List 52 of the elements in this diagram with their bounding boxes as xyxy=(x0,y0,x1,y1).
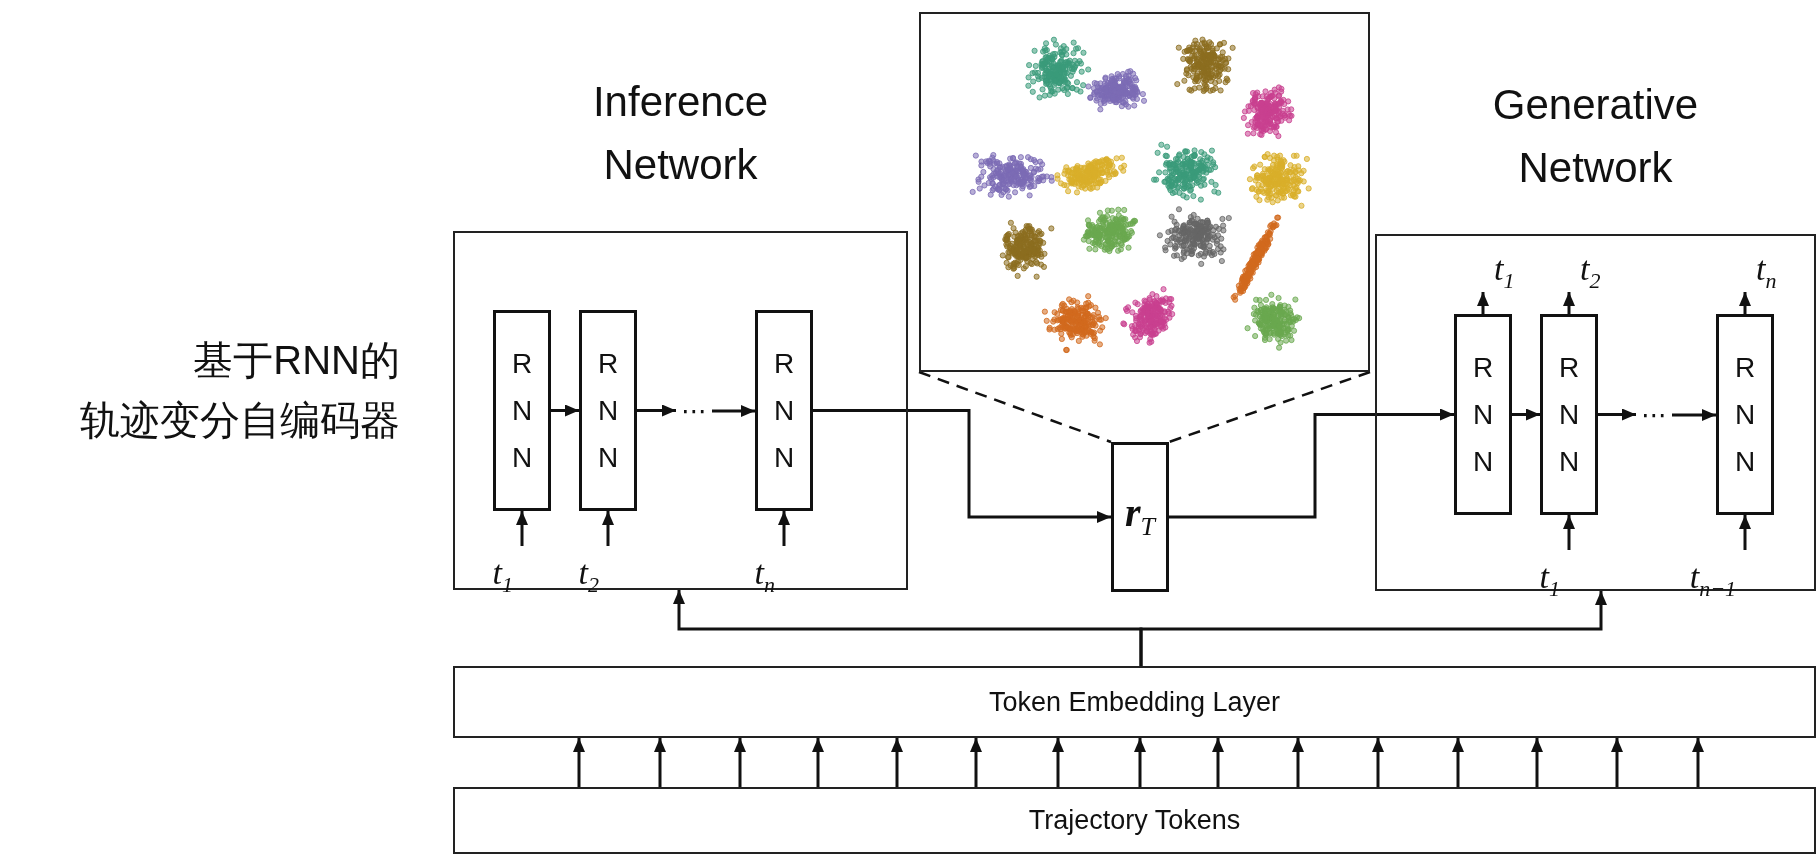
network-title: Generative Network xyxy=(1491,80,1700,193)
side-caption: 轨迹变分自编码器 xyxy=(80,397,400,444)
arrow xyxy=(1739,515,1751,550)
network-title: Inference Network xyxy=(591,77,770,190)
arrow xyxy=(813,409,1111,523)
arrow xyxy=(1169,408,1454,519)
arrow xyxy=(637,404,676,417)
arrow xyxy=(891,738,903,787)
arrow xyxy=(1372,738,1384,787)
arrow xyxy=(1531,738,1543,787)
arrow xyxy=(778,511,790,546)
arrow xyxy=(812,738,824,787)
latent-vector-box: r$_{T}$ xyxy=(1111,442,1169,592)
arrow xyxy=(602,511,614,546)
arrow xyxy=(1512,408,1540,421)
arrow xyxy=(1739,292,1751,314)
arrow xyxy=(1598,408,1636,421)
arrow xyxy=(1452,738,1464,787)
arrow xyxy=(1139,591,1607,666)
ellipsis: ⋯ xyxy=(1636,396,1672,434)
arrow xyxy=(654,738,666,787)
input-bar: Trajectory Tokens xyxy=(453,787,1816,854)
arrow xyxy=(712,405,755,417)
rnn-cell: RNN xyxy=(1454,314,1512,515)
rnn-cell: RNN xyxy=(493,310,551,511)
arrow xyxy=(1134,738,1146,787)
rnn-cell: RNN xyxy=(1540,314,1598,515)
arrow xyxy=(573,738,585,787)
arrow xyxy=(1477,292,1489,314)
arrow xyxy=(734,738,746,787)
rnn-cell: RNN xyxy=(579,310,637,511)
arrow xyxy=(1563,292,1575,314)
scatter-plot-picture xyxy=(919,12,1370,372)
arrow xyxy=(1052,738,1064,787)
ellipsis: ⋯ xyxy=(676,392,712,430)
arrow xyxy=(1563,515,1575,550)
rnn-cell: RNN xyxy=(1716,314,1774,515)
arrow xyxy=(1212,738,1224,787)
arrow xyxy=(1672,409,1716,421)
side-caption: 基于RNN的 xyxy=(193,337,400,384)
rnn-cell: RNN xyxy=(755,310,813,511)
token-label: t$_{1}$ xyxy=(1482,246,1528,292)
arrow xyxy=(551,404,579,417)
arrow xyxy=(516,511,528,546)
arrow xyxy=(1692,738,1704,787)
layer-bar: Token Embedding Layer xyxy=(453,666,1816,738)
token-label: t$_{2}$ xyxy=(1568,246,1614,292)
arrow xyxy=(1292,738,1304,787)
arrow xyxy=(970,738,982,787)
token-label: t$_{n}$ xyxy=(1744,246,1790,292)
arrow xyxy=(1611,738,1623,787)
zoom-guide-line xyxy=(918,370,1112,444)
